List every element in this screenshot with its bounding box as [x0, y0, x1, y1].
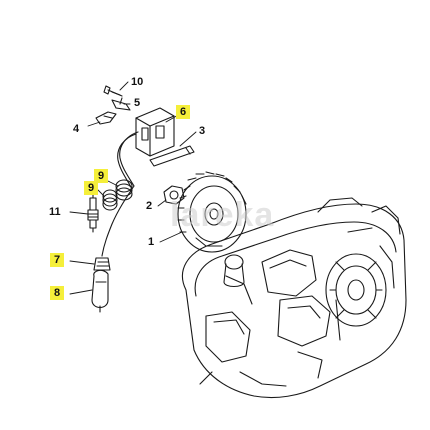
callout-7: 7	[50, 253, 65, 267]
flywheel-nut-drawing	[163, 185, 185, 205]
callout-8-highlight: 8	[50, 286, 65, 300]
screw-10-drawing	[103, 85, 123, 97]
terminal-drawing	[93, 257, 111, 271]
callout-11: 11	[49, 206, 61, 218]
plug-boot-drawing	[91, 269, 109, 313]
callout-4: 4	[73, 123, 80, 135]
callout-9-upper-highlight: 9	[94, 169, 109, 183]
callout-9-lower-highlight: 9	[84, 181, 99, 195]
ignition-lead-drawing	[101, 131, 139, 257]
callout-3: 3	[199, 125, 206, 137]
flywheel-drawing	[177, 171, 247, 253]
engine-plug-boot-drawing	[223, 254, 245, 288]
leader-lines	[69, 81, 197, 295]
spring-9b-drawing	[102, 189, 118, 211]
watermark: lareka	[170, 196, 275, 234]
callout-9-upper: 9	[94, 169, 109, 183]
spark-plug-drawing	[87, 191, 99, 233]
screw-5-drawing	[111, 97, 131, 111]
callout-5: 5	[134, 97, 141, 109]
callout-10: 10	[131, 76, 144, 88]
callout-8: 8	[50, 286, 65, 300]
callout-1: 1	[148, 236, 155, 248]
spring-9a-drawing	[115, 179, 133, 201]
callout-9-lower: 9	[84, 181, 99, 195]
engine-housing-drawing	[181, 197, 407, 399]
ignition-module-drawing	[135, 107, 175, 157]
spacer-bar-drawing	[149, 145, 195, 167]
callout-6: 6	[176, 105, 191, 119]
callout-6-highlight: 6	[176, 105, 191, 119]
callout-7-highlight: 7	[50, 253, 65, 267]
callout-2: 2	[146, 200, 153, 212]
contact-spring-drawing	[95, 111, 117, 125]
starter-assembly-drawing	[325, 253, 387, 327]
